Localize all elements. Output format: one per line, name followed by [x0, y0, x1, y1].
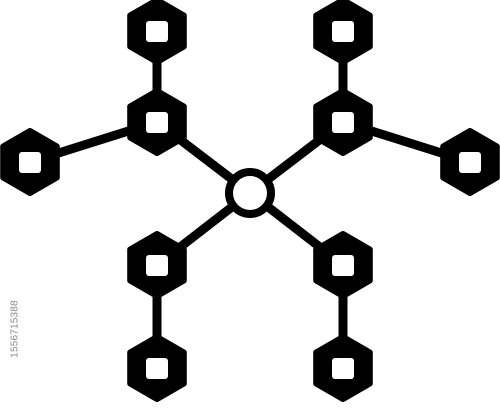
hexagon-node-bottom-left-inner — [127, 231, 187, 299]
hexagon-inner-window — [459, 152, 481, 173]
hexagon-inner-window — [146, 21, 168, 42]
hexagon-inner-window — [19, 152, 41, 173]
hexagon-node-right-outer — [440, 128, 500, 196]
hexagon-node-top-left-inner — [127, 88, 187, 156]
hexagon-inner-window — [332, 255, 354, 276]
hub-ring — [225, 168, 275, 218]
hub-node — [225, 168, 275, 218]
hexagon-node-top-left-outer — [127, 0, 187, 65]
hexagon-inner-window — [332, 112, 354, 133]
hexagon-node-bottom-right-inner — [313, 231, 373, 299]
hexagon-node-top-right-inner — [313, 88, 373, 156]
hexagon-inner-window — [146, 358, 168, 379]
stock-id-watermark: 1556715388 — [9, 288, 21, 370]
hexagon-node-left-outer — [0, 128, 60, 196]
hexagon-inner-window — [332, 358, 354, 379]
hexagon-node-bottom-left-outer — [127, 334, 187, 402]
hexagon-inner-window — [146, 112, 168, 133]
stock-id-text: 1556715388 — [9, 300, 21, 358]
hexagon-node-bottom-right-outer — [313, 334, 373, 402]
hexagon-inner-window — [146, 255, 168, 276]
hexagon-inner-window — [332, 21, 354, 42]
hexagon-node-top-right-outer — [313, 0, 373, 65]
